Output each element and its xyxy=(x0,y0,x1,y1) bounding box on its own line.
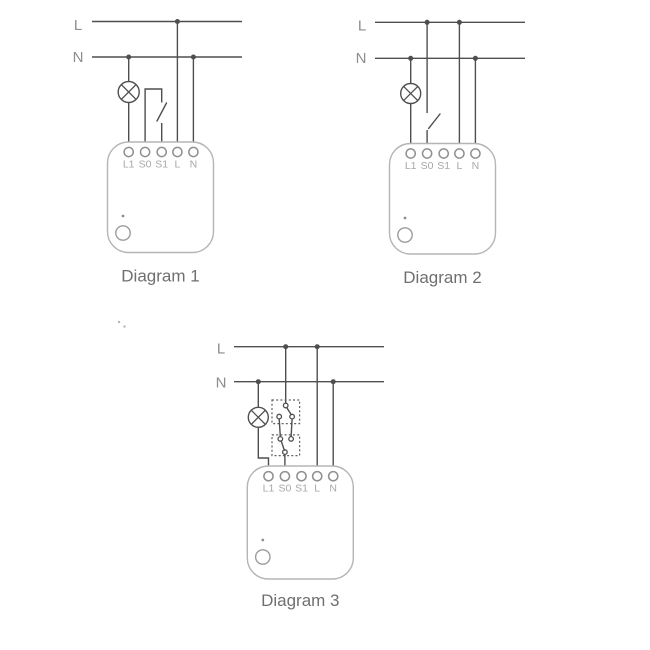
traveler-wire-left xyxy=(278,418,281,437)
neutral-label: N xyxy=(73,49,84,66)
terminal-label-n: N xyxy=(329,483,337,495)
terminal-label-l: L xyxy=(174,159,180,171)
terminal-circle-l1 xyxy=(123,146,135,158)
indicator-dot xyxy=(121,214,125,218)
terminal-circle-l1 xyxy=(263,470,274,482)
terminal-label-l1: L1 xyxy=(263,483,275,495)
lamp-icon xyxy=(400,82,422,105)
terminal-circle-l xyxy=(172,146,183,158)
diagram-1: L N L1 S0 xyxy=(73,17,242,286)
lamp-icon xyxy=(247,406,269,428)
diagram-caption: Diagram 3 xyxy=(261,591,339,610)
diagram-caption: Diagram 2 xyxy=(403,268,481,287)
terminal-circle-s0 xyxy=(421,148,433,159)
terminal-circle-l1 xyxy=(405,148,417,159)
two-way-switch-lower-icon xyxy=(271,434,301,457)
terminal-label-l1: L1 xyxy=(123,159,135,171)
switch-icon xyxy=(144,88,168,148)
live-label: L xyxy=(217,341,225,358)
terminal-circle-s1 xyxy=(156,146,168,158)
indicator-dot xyxy=(261,538,265,542)
terminal-circle-n xyxy=(470,148,481,159)
terminal-circle-s1 xyxy=(438,148,450,159)
module-body xyxy=(388,142,497,255)
button-icon xyxy=(254,549,271,565)
terminal-circle-n xyxy=(188,146,199,158)
traveler-wire-right xyxy=(290,418,293,437)
terminal-circle-l xyxy=(454,148,465,159)
button-icon xyxy=(397,227,413,243)
terminal-label-n: N xyxy=(472,160,480,172)
terminal-circle-s0 xyxy=(279,470,291,482)
terminal-circle-s0 xyxy=(139,146,151,158)
module-body xyxy=(246,465,355,580)
neutral-label: N xyxy=(356,50,367,67)
module-body xyxy=(106,141,215,254)
diagram-caption: Diagram 1 xyxy=(121,267,199,286)
two-way-switch-upper-icon xyxy=(271,399,301,425)
terminal-label-s1: S1 xyxy=(295,483,308,495)
neutral-label: N xyxy=(216,375,227,392)
terminal-circle-l xyxy=(311,470,323,482)
terminal-label-l: L xyxy=(456,160,462,172)
relay-module: L1 S0 S1 L N xyxy=(106,141,215,254)
relay-module: L1 S0 S1 L N xyxy=(388,142,497,255)
button-icon xyxy=(115,225,131,241)
terminal-label-s1: S1 xyxy=(437,160,450,172)
live-label: L xyxy=(74,17,82,34)
lamp-icon xyxy=(117,80,140,104)
indicator-dot xyxy=(403,216,407,220)
live-label: L xyxy=(358,18,366,35)
terminal-circle-s1 xyxy=(296,470,307,482)
switch-enclosure-box xyxy=(271,399,301,425)
switch-enclosure-box xyxy=(271,434,301,457)
terminal-circle-n xyxy=(327,470,339,482)
smudge-dots xyxy=(117,320,126,328)
terminal-label-s0: S0 xyxy=(278,483,291,495)
terminal-label-s0: S0 xyxy=(421,160,434,172)
terminal-label-n: N xyxy=(190,159,198,171)
switch-icon xyxy=(426,22,441,149)
diagram-2: L N L1 xyxy=(356,18,525,287)
relay-module: L1 S0 S1 L N xyxy=(246,465,355,580)
diagram-3: L N xyxy=(216,341,384,610)
terminal-label-l: L xyxy=(314,483,320,495)
terminal-label-s1: S1 xyxy=(155,159,168,171)
terminal-label-l1: L1 xyxy=(405,160,417,172)
terminal-label-s0: S0 xyxy=(139,159,152,171)
